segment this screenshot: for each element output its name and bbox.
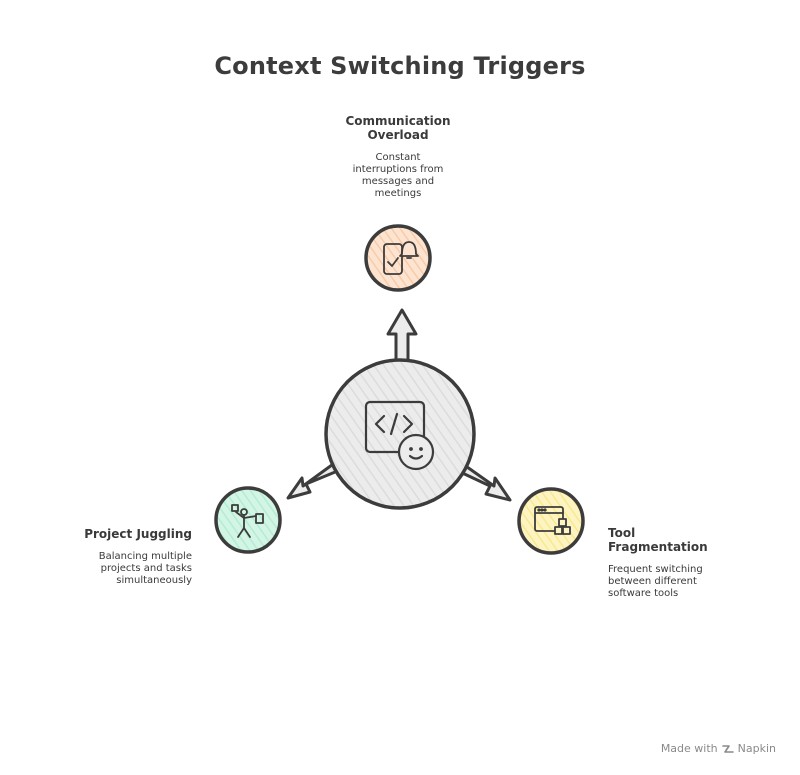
tool-heading: Tool Fragmentation bbox=[608, 526, 748, 554]
communication-description: Constant interruptions from messages and… bbox=[328, 152, 468, 200]
communication-heading: Communication Overload bbox=[318, 114, 478, 142]
tool-description-text: Frequent switching between different sof… bbox=[608, 564, 703, 599]
page-title: Context Switching Triggers bbox=[214, 52, 586, 80]
developer-code-icon bbox=[364, 400, 435, 471]
app-window-icon bbox=[534, 506, 571, 535]
center-node bbox=[324, 358, 476, 510]
phone-notification-icon bbox=[383, 241, 419, 275]
communication-heading-text: Communication Overload bbox=[345, 114, 451, 142]
tool-node bbox=[517, 487, 585, 555]
project-description: Balancing multiple projects and tasks si… bbox=[60, 551, 192, 587]
project-description-text: Balancing multiple projects and tasks si… bbox=[98, 551, 192, 586]
footer-brand: Napkin bbox=[737, 742, 776, 755]
napkin-logo-icon bbox=[721, 744, 734, 753]
tool-heading-text: Tool Fragmentation bbox=[608, 526, 708, 554]
communication-node bbox=[364, 224, 432, 292]
tool-description: Frequent switching between different sof… bbox=[608, 564, 748, 600]
napkin-footer[interactable]: Made with Napkin bbox=[661, 742, 776, 755]
project-heading: Project Juggling bbox=[40, 527, 192, 541]
arrow-left bbox=[286, 460, 342, 500]
project-heading-text: Project Juggling bbox=[84, 527, 192, 541]
communication-description-text: Constant interruptions from messages and… bbox=[352, 152, 444, 199]
project-node bbox=[214, 486, 282, 554]
juggling-person-icon bbox=[231, 504, 264, 538]
footer-prefix: Made with bbox=[660, 742, 718, 755]
